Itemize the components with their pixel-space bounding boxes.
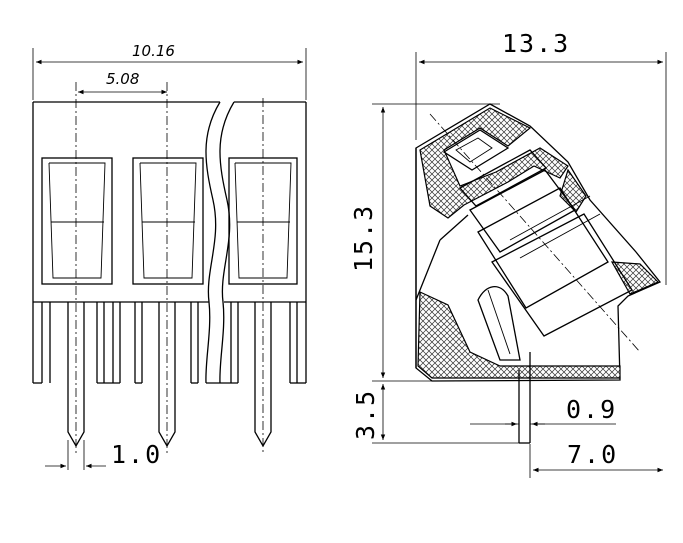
dimension-depth: 13.3 xyxy=(415,29,667,285)
screw-clamp xyxy=(442,129,633,361)
dim-label-pitch-total: 10.16 xyxy=(132,42,175,60)
side-pin xyxy=(518,352,531,444)
dimension-pitch-total: 10.16 xyxy=(32,42,307,100)
axis-line xyxy=(429,113,641,353)
dimension-pin-thickness: 0.9 xyxy=(470,395,617,427)
front-view: 10.16 5.08 xyxy=(32,42,307,470)
dim-label-pin-width: 1.0 xyxy=(111,440,162,469)
dim-label-pin-thickness: 0.9 xyxy=(566,395,617,424)
terminal-legs xyxy=(33,302,306,384)
dimension-height: 15.3 xyxy=(349,103,500,382)
dimension-pin-offset: 7.0 xyxy=(529,440,663,478)
dim-label-pitch: 5.08 xyxy=(106,70,139,88)
dimension-pin-length: 3.5 xyxy=(351,384,520,444)
dimension-pin-width: 1.0 xyxy=(45,440,162,470)
housing-section xyxy=(417,107,660,379)
center-lines xyxy=(75,82,264,455)
dim-label-height: 15.3 xyxy=(349,204,378,272)
wire-entry-1 xyxy=(41,157,113,285)
side-view: 13.3 15.3 3.5 xyxy=(349,29,667,478)
wire-entry-2 xyxy=(132,157,204,285)
dim-label-pin-offset: 7.0 xyxy=(567,440,618,469)
dimension-pitch: 5.08 xyxy=(78,70,167,95)
housing-outline xyxy=(415,103,662,382)
dim-label-pin-length: 3.5 xyxy=(351,389,380,440)
dim-label-depth: 13.3 xyxy=(502,29,570,58)
terminal-body xyxy=(32,101,307,384)
